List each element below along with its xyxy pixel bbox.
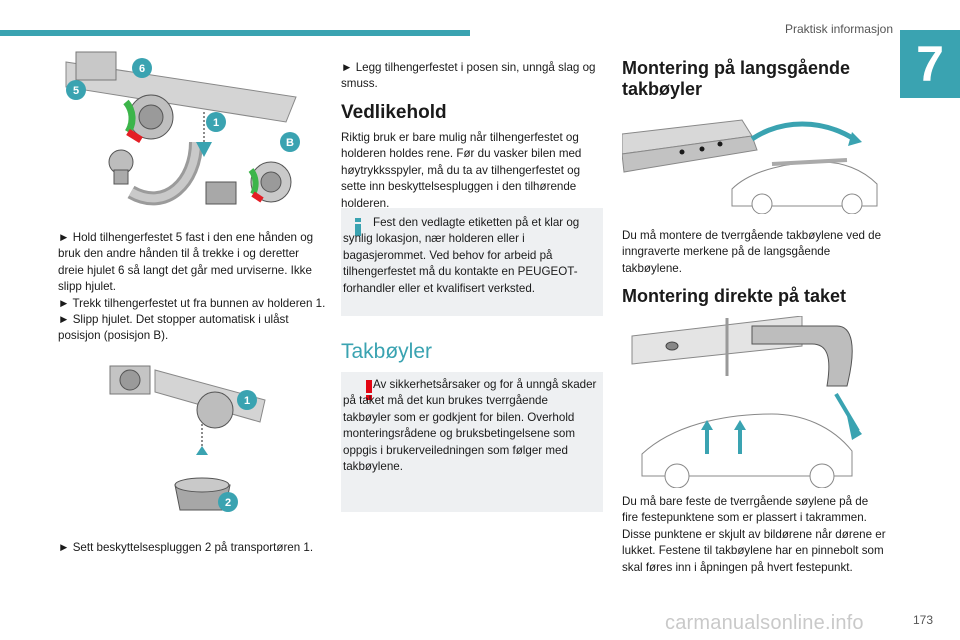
figure-direct-roof-mount xyxy=(622,315,882,489)
label-5: 5 xyxy=(66,80,86,100)
roofbars-section: Takbøyler xyxy=(341,340,432,364)
svg-text:B: B xyxy=(286,137,294,149)
maintenance-section: Vedlikehold Riktig bruk er bare mulig nå… xyxy=(341,102,599,212)
label-1: 1 xyxy=(237,390,257,410)
svg-text:5: 5 xyxy=(73,85,79,97)
chapter-number: 7 xyxy=(916,36,944,92)
maintenance-text: Riktig bruk er bare mulig når tilhengerf… xyxy=(341,131,582,210)
svg-text:1: 1 xyxy=(244,395,250,407)
label-b: B xyxy=(280,132,300,152)
heading-direct: Montering direkte på taket xyxy=(622,286,847,306)
page-number: 173 xyxy=(912,613,933,627)
heading-roofbars: Takbøyler xyxy=(341,340,433,363)
label-2: 2 xyxy=(218,492,238,512)
figure-protective-plug: 1 2 xyxy=(100,360,270,525)
info-note: Fest den vedlagte etiketten på et klar o… xyxy=(341,208,603,316)
watermark: carmanualsonline.info xyxy=(665,612,864,634)
header-accent-bar xyxy=(0,30,470,36)
step-5: ► Legg tilhengerfestet i posen sin, unng… xyxy=(341,61,596,91)
svg-text:2: 2 xyxy=(225,497,231,509)
label-6: 6 xyxy=(132,58,152,78)
step-1: ► Hold tilhengerfestet 5 fast i den ene … xyxy=(58,231,314,294)
col1-steps: ► Hold tilhengerfestet 5 fast i den ene … xyxy=(58,230,328,345)
step-4: ► Sett beskyttelsespluggen 2 på transpor… xyxy=(58,541,314,554)
warning-note-text: Av sikkerhetsårsaker og for å unngå skad… xyxy=(343,378,597,474)
longitudinal-section: Montering på langsgående takbøyler xyxy=(622,58,882,100)
col1-step-4: ► Sett beskyttelsespluggen 2 på transpor… xyxy=(58,540,328,556)
step-3: ► Slipp hjulet. Det stopper automatisk i… xyxy=(58,313,289,343)
direct-text-block: Du må bare feste de tverrgående søylene … xyxy=(622,494,886,576)
chapter-tab: 7 xyxy=(900,30,960,98)
heading-maintenance: Vedlikehold xyxy=(341,102,447,123)
warning-note: Av sikkerhetsårsaker og for å unngå skad… xyxy=(341,372,603,512)
figure-longitudinal-roofbars xyxy=(621,114,882,215)
svg-text:6: 6 xyxy=(139,63,145,75)
direct-text: Du må bare feste de tverrgående søylene … xyxy=(622,495,886,574)
info-note-text: Fest den vedlagte etiketten på et klar o… xyxy=(343,216,580,295)
svg-text:1: 1 xyxy=(213,117,219,129)
section-title: Praktisk informasjon xyxy=(784,22,893,36)
label-1: 1 xyxy=(206,112,226,132)
longitudinal-text-block: Du må montere de tverrgående takbøylene … xyxy=(622,228,886,277)
heading-longitudinal: Montering på langsgående takbøyler xyxy=(622,58,851,99)
warning-icon xyxy=(366,380,372,400)
step-2: ► Trekk tilhengerfestet ut fra bunnen av… xyxy=(58,296,326,310)
figure-tow-hitch-release: 5 6 1 B xyxy=(46,42,316,222)
col2-step-5: ► Legg tilhengerfestet i posen sin, unng… xyxy=(341,60,599,93)
info-icon xyxy=(355,218,361,236)
longitudinal-text: Du må montere de tverrgående takbøylene … xyxy=(622,229,882,275)
direct-roof-section: Montering direkte på taket xyxy=(622,286,892,307)
